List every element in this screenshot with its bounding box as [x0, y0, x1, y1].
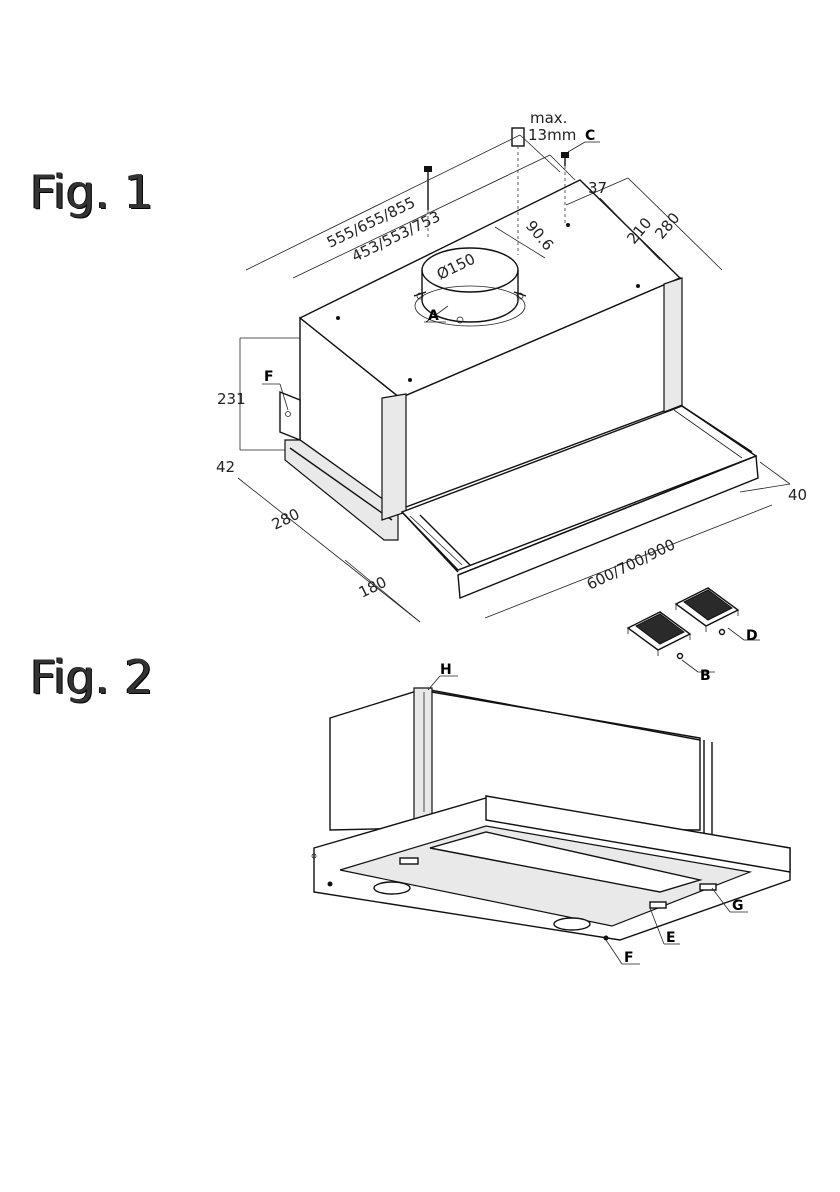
dim-depth-bottom: 280 — [269, 505, 303, 534]
label-e: E — [666, 930, 676, 946]
dim-depth-top: 280 — [651, 209, 683, 243]
callout-b: B — [682, 660, 715, 684]
dim-offset: 37 — [588, 179, 607, 197]
dim-front-width: 600/700/900 — [584, 535, 678, 593]
lamp-right — [554, 918, 590, 930]
screw-c-icon — [561, 152, 569, 166]
carbon-filter-d — [676, 588, 738, 635]
fig2-hood-drawing: H G E F — [312, 662, 790, 966]
label-b: B — [700, 668, 711, 684]
dim-max-label: max. — [530, 109, 567, 127]
fig1-hood-drawing: 555/655/855 453/553/753 280 210 37 90.6 … — [216, 109, 807, 684]
label-d: D — [746, 628, 758, 644]
left-profile — [382, 394, 406, 520]
label-f2: F — [624, 950, 634, 966]
dim-max-value: 13mm — [528, 126, 576, 144]
label-a: A — [428, 308, 439, 324]
lamp-left — [374, 882, 410, 894]
label-g: G — [732, 898, 744, 914]
dim-base-height: 42 — [216, 458, 235, 476]
bracket-f — [280, 392, 300, 440]
dim-front-thickness: 40 — [788, 486, 807, 504]
right-profile — [664, 278, 682, 412]
callout-h: H — [428, 662, 458, 690]
dim-height: 231 — [217, 390, 246, 408]
long-screw-icon — [424, 166, 432, 210]
callout-f2: F — [606, 940, 640, 966]
label-f: F — [264, 369, 274, 385]
dim-front-depth: 180 — [356, 573, 390, 602]
carbon-filter-b — [628, 612, 690, 659]
label-c: C — [585, 128, 595, 144]
label-h: H — [440, 662, 452, 678]
profile-h — [414, 688, 432, 830]
callout-d: D — [728, 628, 760, 644]
